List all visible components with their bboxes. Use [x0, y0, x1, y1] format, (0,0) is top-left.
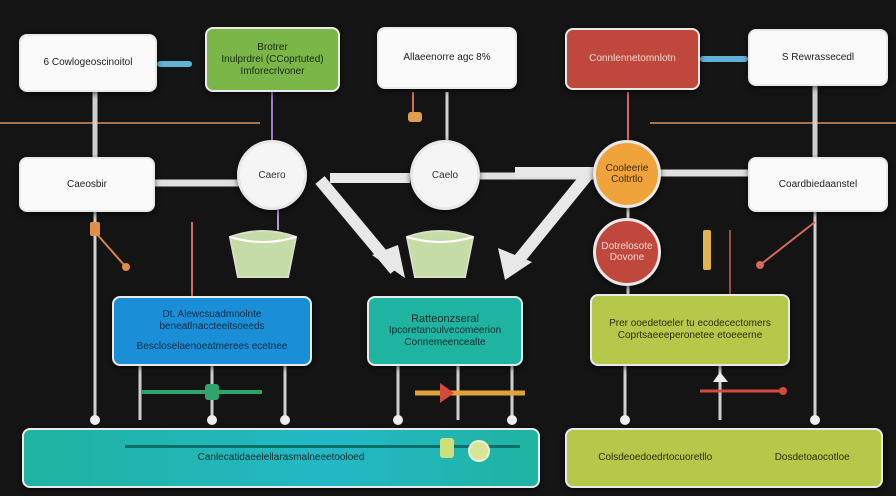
top-green-box[interactable]: Brotrer Inulprdrei (CCoprtuted) Imforecr… — [205, 27, 340, 92]
top-center-box[interactable]: Allaeenorre agc 8% — [377, 27, 517, 89]
circle-left-label: Caero — [258, 169, 286, 181]
mid-right-box[interactable]: Coardbiedaanstel — [748, 157, 888, 212]
top-right-box[interactable]: S Rewrassecedl — [748, 29, 888, 86]
circle-orange[interactable]: Cooleerie Coltrtlo — [593, 140, 661, 208]
circle-left[interactable]: Caero — [237, 140, 307, 210]
blue-panel-line-2: Bescloselaenoeatmerees ecetnee — [136, 341, 288, 352]
mid-right-label: Coardbiedaanstel — [778, 178, 858, 190]
blue-panel[interactable]: Dt. Alewcsuadmnolnte beneatlnaccteeitsoe… — [112, 296, 312, 366]
blue-panel-line-1: Dt. Alewcsuadmnolnte beneatlnaccteeitsoe… — [159, 309, 265, 332]
circle-red-line-2: Dovone — [609, 252, 645, 263]
teal-panel-line-2: Ipcoretanoulvecomeerion — [388, 325, 502, 336]
marker-pin — [408, 112, 422, 122]
circle-center-label: Caelo — [431, 169, 459, 181]
bottom-lime-line-2: Dosdetoaocotloe — [774, 452, 850, 463]
bottom-teal-track — [125, 445, 520, 448]
top-green-line-1: Brotrer — [257, 41, 288, 53]
bottom-teal-label: Canlecatidaeelellarasmalneeetooloed — [197, 452, 365, 463]
top-green-line-2: Inulprdrei (CCoprtuted) — [221, 53, 324, 65]
mid-left-box[interactable]: Caeosbir — [19, 157, 155, 212]
lime-panel-line-2: Coprtsaeeeperonetee etoeeerne — [617, 330, 763, 341]
bottom-teal-bar[interactable]: Canlecatidaeelellarasmalneeetooloed — [22, 428, 540, 488]
bottom-lime-bar[interactable]: Colsdeoedoedrtocuoretllo Dosdetoaocotloe — [565, 428, 883, 488]
circle-red-line-1: Dotrelosote — [601, 241, 653, 252]
teal-panel[interactable]: Ratteonzseral Ipcoretanoulvecomeerion Co… — [367, 296, 523, 366]
funnel-cup-center — [405, 230, 475, 278]
top-center-label: Allaeenorre agc 8% — [403, 52, 491, 63]
funnel-cup-left — [228, 230, 298, 278]
circle-orange-line-2: Coltrtlo — [611, 174, 643, 185]
mid-left-label: Caeosbir — [66, 178, 108, 190]
lime-panel-line-1: Prer ooedetoeler tu ecodecectomers — [609, 318, 771, 329]
top-right-label: S Rewrassecedl — [781, 51, 855, 63]
teal-panel-line-1: Ratteonzseral — [411, 313, 479, 325]
bottom-teal-knob[interactable] — [440, 438, 454, 458]
teal-panel-line-3: Connemeencealte — [404, 337, 486, 348]
bottom-lime-line-1: Colsdeoedoedrtocuoretllo — [598, 452, 713, 463]
top-left-label: 6 Cowlogeoscinoitol — [43, 57, 133, 68]
lime-panel[interactable]: Prer ooedetoeler tu ecodecectomers Coprt… — [590, 294, 790, 366]
top-red-label: Connlennetomnlotn — [589, 53, 676, 64]
bottom-teal-dial[interactable] — [468, 440, 490, 462]
top-green-line-3: Imforecrlvoner — [240, 65, 305, 77]
circle-center[interactable]: Caelo — [410, 140, 480, 210]
top-left-box[interactable]: 6 Cowlogeoscinoitol — [19, 34, 157, 92]
circle-orange-line-1: Cooleerie — [605, 163, 649, 174]
top-red-box[interactable]: Connlennetomnlotn — [565, 28, 700, 90]
circle-red[interactable]: Dotrelosote Dovone — [593, 218, 661, 286]
